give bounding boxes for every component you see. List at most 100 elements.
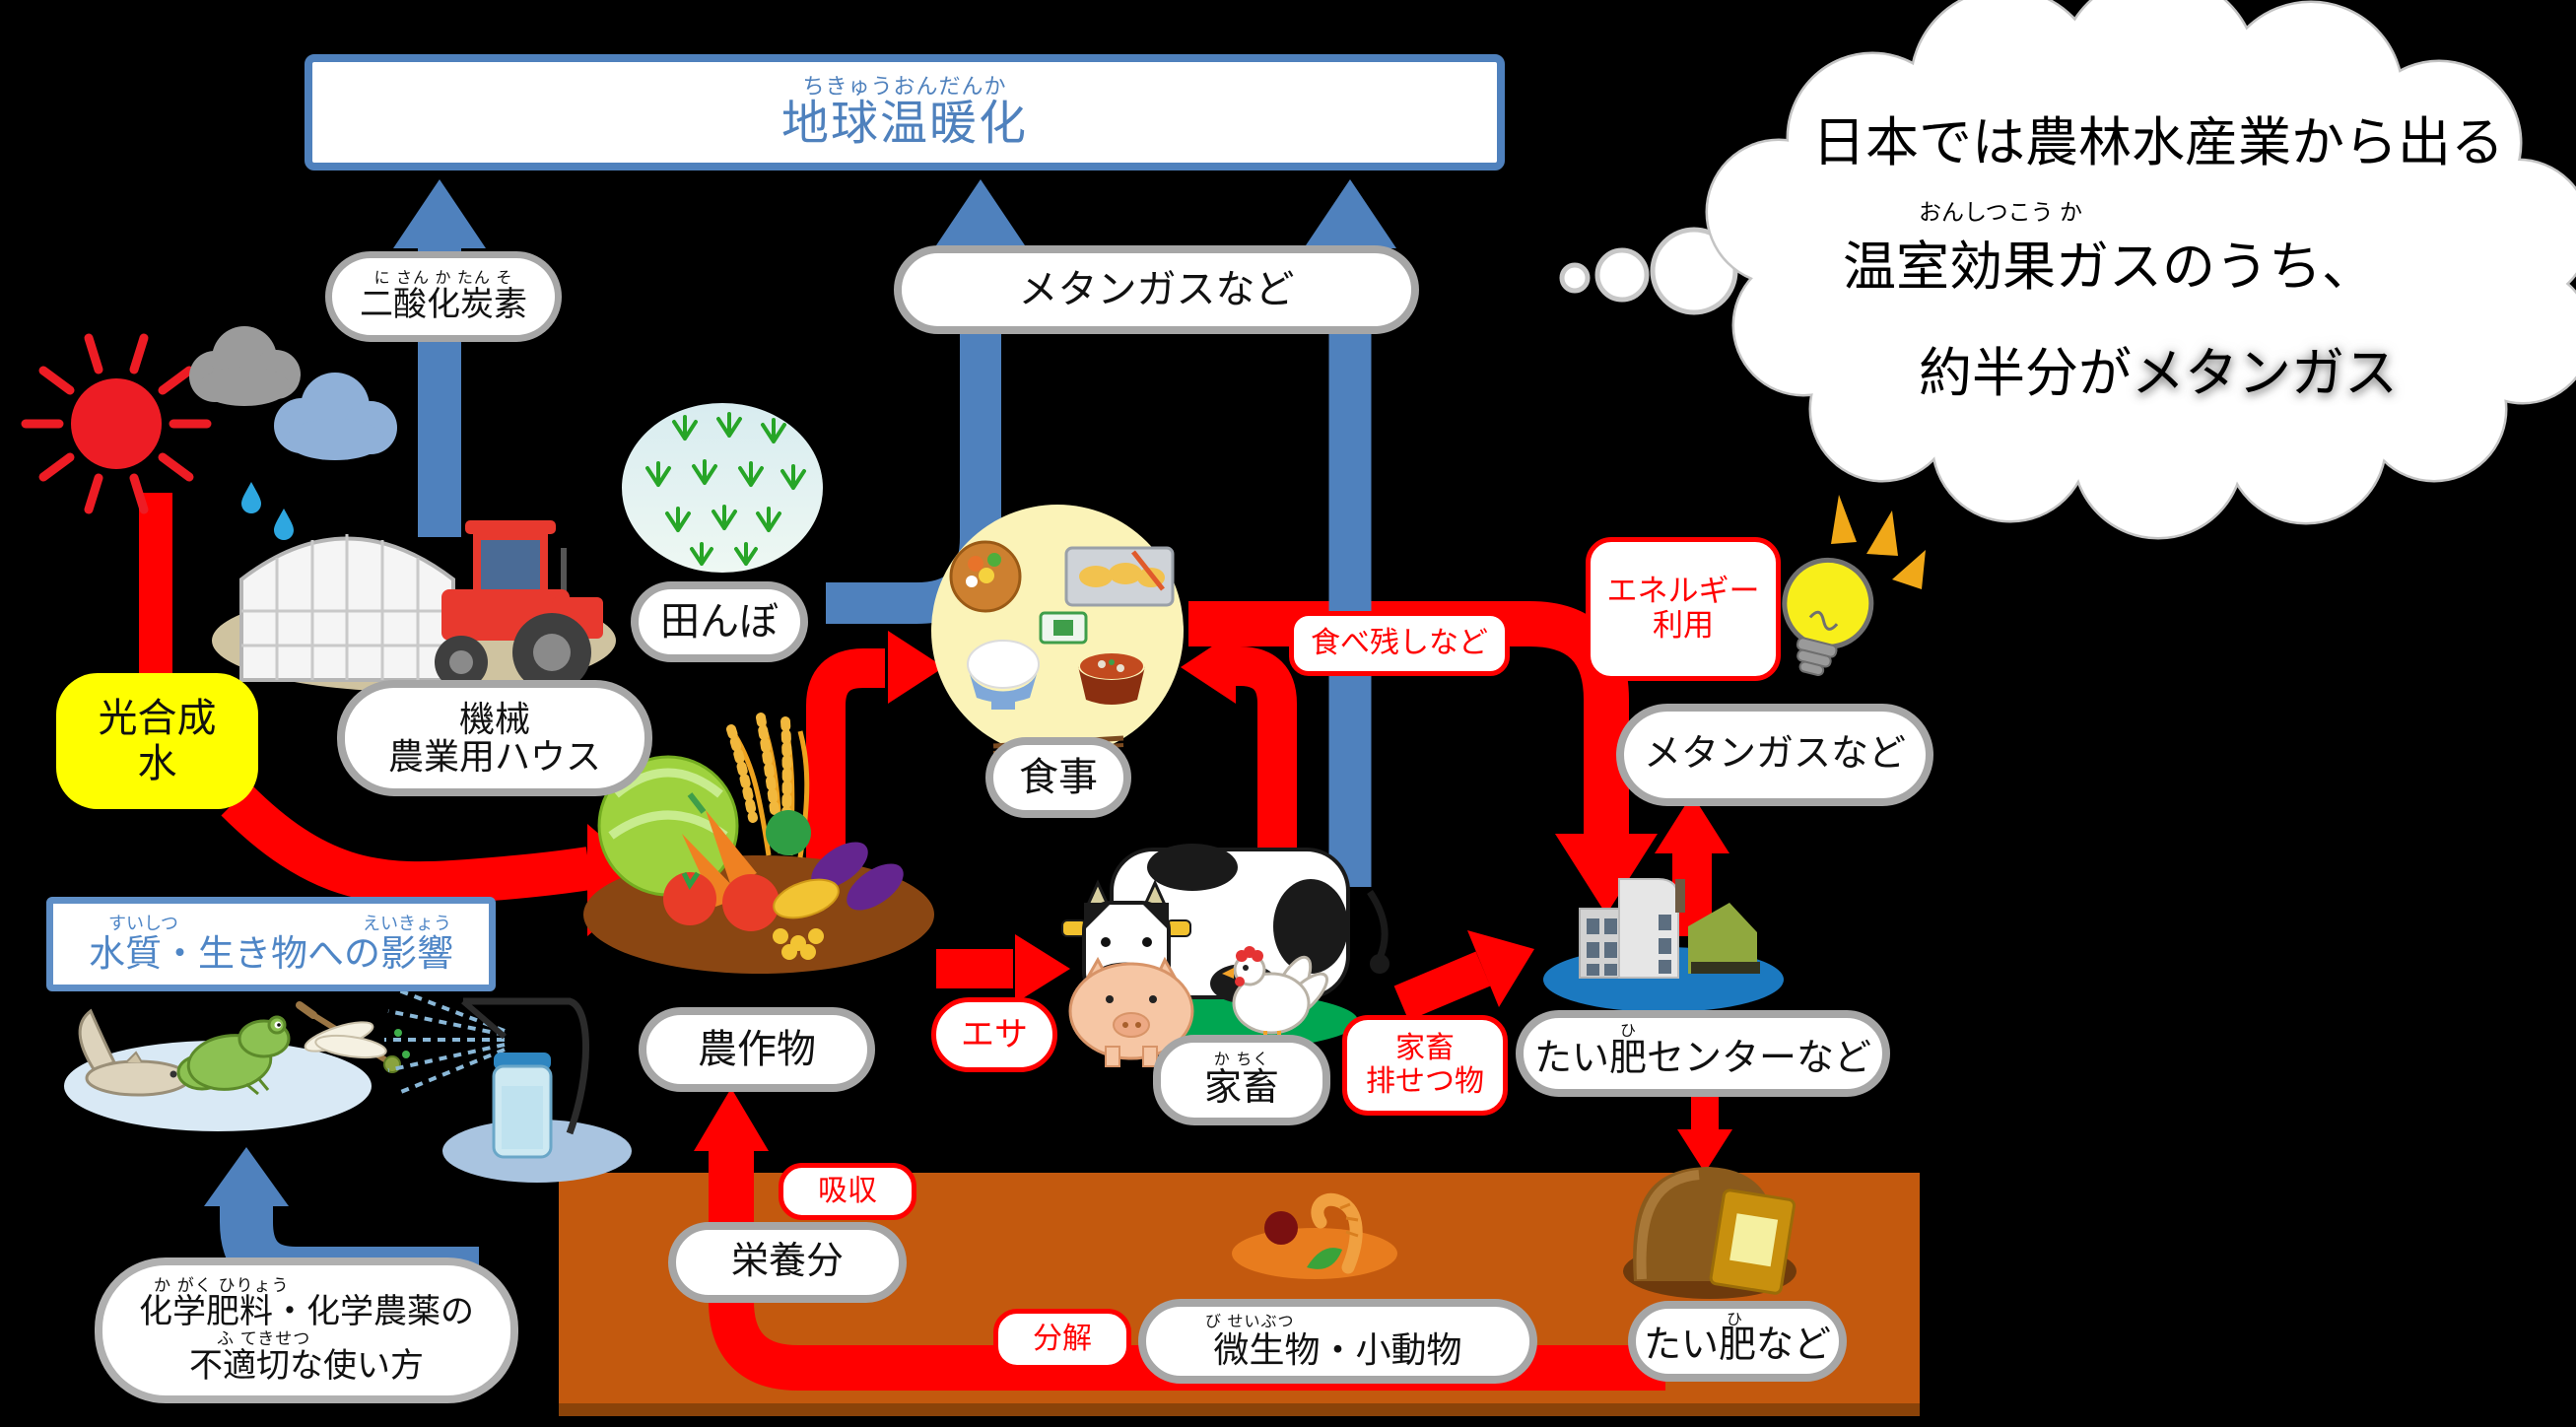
crops-text: 農作物: [698, 1028, 816, 1071]
factory-icon: [1543, 878, 1784, 1012]
livestock-furigana: か ちく: [1213, 1052, 1270, 1069]
photosynthesis-line2: 水: [137, 742, 177, 785]
livestock-text: 家畜: [1203, 1066, 1279, 1109]
compost-label: ひ たい肥など: [1628, 1301, 1847, 1382]
methane-right-label: メタンガスなど: [1616, 704, 1933, 806]
compost-center-label: ひ たい肥センターなど: [1516, 1010, 1890, 1097]
arrowhead: [1304, 179, 1396, 248]
co2-text: 二酸化炭素: [360, 285, 527, 323]
bubble-line1: 日本では農林水産業から出る: [1764, 99, 2552, 176]
arrowhead: [934, 179, 1027, 248]
bubble-line3-prefix: 約半分が: [1919, 344, 2132, 403]
water-impact-furigana-right: えいきょう: [363, 914, 451, 934]
compost-center-furigana: ひ: [1620, 1023, 1637, 1040]
co2-label: に さん か たん そ 二酸化炭素: [325, 251, 562, 342]
chemicals-furigana2: ふ てきせつ: [217, 1329, 311, 1348]
meal-text: 食事: [1019, 756, 1098, 799]
arrowhead: [1677, 1129, 1732, 1173]
co2-furigana: に さん か たん そ: [373, 270, 513, 288]
chemicals-box: か がく ひりょう 化学肥料・化学農薬の ふ てきせつ 不適切な使い方: [95, 1257, 518, 1403]
energy-box: エネルギー 利用: [1586, 537, 1781, 681]
water-impact-text: 水質・生き物への影響: [89, 933, 453, 975]
arrowhead: [1467, 930, 1534, 1007]
water-impact-box: すいしつ えいきょう 水質・生き物への影響: [46, 897, 496, 991]
arrow-photosynthesis-to-crops: [221, 784, 593, 906]
excrement-line2: 排せつ物: [1366, 1065, 1484, 1098]
arrowhead: [1555, 834, 1658, 915]
chicken-icon: [1222, 946, 1328, 1045]
photosynthesis-box: 光合成 水: [56, 673, 258, 809]
methane-top-text: メタンガスなど: [1018, 268, 1295, 311]
meal-icon: [931, 505, 1184, 757]
decomposition-text: 分解: [1033, 1323, 1092, 1356]
tractor-icon: [435, 520, 603, 692]
chemicals-furigana1: か がく ひりょう: [154, 1275, 290, 1295]
leftovers-label: 食べ残しなど: [1289, 611, 1510, 676]
sprayer-icon: [384, 987, 632, 1183]
rain-cloud-icon: [189, 326, 397, 576]
meal-label: 食事: [985, 737, 1131, 818]
microbes-label: び せいぶつ 微生物・小動物: [1138, 1299, 1537, 1384]
machinery-line1: 機械: [458, 699, 530, 740]
nutrients-text: 栄養分: [730, 1241, 844, 1283]
arrowhead: [204, 1147, 289, 1206]
bubble-line1-text: 日本では農林水産業から出る: [1812, 113, 2504, 172]
compost-text: たい肥など: [1643, 1325, 1831, 1367]
compost-center-text: たい肥センターなど: [1533, 1038, 1871, 1080]
energy-line2: 利用: [1653, 608, 1714, 643]
methane-right-text: メタンガスなど: [1643, 733, 1906, 776]
fish-icon: [78, 1008, 208, 1097]
frog-icon: [176, 1015, 291, 1096]
arrow-crops-to-meal: [806, 648, 885, 869]
compost-furigana: ひ: [1727, 1312, 1743, 1328]
machinery-label: 機械 農業用ハウス: [337, 680, 652, 796]
pig-icon: [1068, 956, 1194, 1067]
compost-pile-icon: [1623, 1167, 1796, 1299]
energy-line1: エネルギー: [1606, 574, 1760, 609]
arrowhead: [1655, 794, 1729, 853]
arrow-soil-cycle: [709, 1145, 1665, 1391]
feed-label: エサ: [931, 997, 1057, 1072]
worm-icon: [1232, 1192, 1397, 1279]
absorption-label: 吸収: [779, 1163, 916, 1220]
decomposition-label: 分解: [993, 1309, 1131, 1370]
paddy-text: 田んぼ: [660, 600, 779, 644]
arrowhead: [1015, 934, 1070, 1003]
rice-paddy-icon: [622, 403, 823, 573]
bubble-line3: 約半分がメタンガス: [1813, 329, 2503, 407]
bubble-line3-highlight: メタンガス: [2132, 344, 2398, 403]
bubble-line2-furigana: おんしつこう か: [1877, 193, 2124, 227]
arrowhead: [694, 1088, 769, 1151]
chemicals-line2: 不適切な使い方: [189, 1346, 424, 1385]
lightbulb-icon: [1782, 495, 1926, 677]
sun-icon: [21, 333, 212, 514]
arrow-excrement: [1393, 951, 1491, 1021]
paddy-label: 田んぼ: [631, 581, 808, 662]
excrement-line1: 家畜: [1395, 1032, 1455, 1065]
bubble-line2-text: 温室効果ガスのうち、: [1843, 238, 2375, 297]
microbes-furigana: び せいぶつ: [1205, 1314, 1295, 1331]
water-impact-furigana: すいしつ えいきょう: [53, 915, 489, 935]
pond-icon: [64, 1001, 401, 1131]
methane-top-label: メタンガスなど: [894, 245, 1419, 334]
bubble-line2-furigana-text: おんしつこう か: [1918, 199, 2082, 225]
arrowhead: [393, 179, 486, 248]
leftovers-text: 食べ残しなど: [1311, 627, 1488, 660]
bubble-line2: 温室効果ガスのうち、: [1734, 223, 2483, 301]
chemicals-line1: 化学肥料・化学農薬の: [139, 1293, 474, 1331]
livestock-icon: [1061, 844, 1390, 1067]
global-warming-furigana: ちきゅうおんだんか: [802, 73, 1007, 99]
global-warming-label: 地球温暖化: [780, 97, 1028, 150]
global-warming-box: ちきゅうおんだんか 地球温暖化: [305, 54, 1505, 170]
machinery-line2: 農業用ハウス: [387, 736, 601, 777]
arrowhead: [888, 631, 944, 704]
feed-text: エサ: [961, 1015, 1028, 1053]
crops-label: 農作物: [639, 1007, 875, 1092]
water-impact-furigana-left: すいしつ: [108, 914, 178, 934]
arrowhead: [1181, 631, 1236, 704]
nutrients-label: 栄養分: [668, 1222, 907, 1303]
livestock-label: か ちく 家畜: [1153, 1035, 1330, 1125]
arrow-livestock-to-meal: [1220, 646, 1297, 875]
